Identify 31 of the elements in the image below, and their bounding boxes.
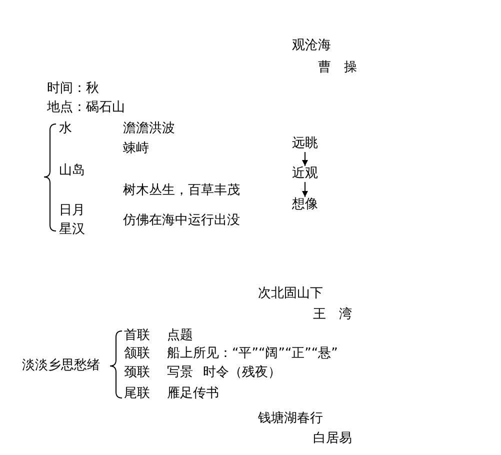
- scene-item: 水: [59, 122, 72, 136]
- stanza-label: 尾联: [124, 387, 150, 401]
- description-text: 澹澹洪波: [123, 122, 175, 136]
- viewpoint-text: 远眺: [292, 137, 318, 151]
- description-text: 树木丛生，百草丰茂: [123, 184, 240, 198]
- author-name: 曹 操: [318, 61, 357, 75]
- arrow: [302, 152, 308, 166]
- arrow: [302, 182, 308, 198]
- place-label: 地点：碣石山: [47, 101, 125, 115]
- stanza-note: 写景: [167, 366, 193, 380]
- stanza-label: 首联: [124, 329, 150, 343]
- stanza-note: 船上所见：“平”“阔”“正”“悬”: [167, 347, 338, 361]
- stanza-note: 时令（残夜）: [203, 366, 281, 380]
- scene-item: 山岛: [59, 164, 85, 178]
- time-label: 时间：秋: [47, 82, 99, 96]
- author-name: 白居易: [313, 432, 352, 446]
- viewpoint-text: 想像: [292, 198, 318, 212]
- theme-label: 淡淡乡思愁绪: [22, 359, 100, 373]
- poem-title: 观沧海: [292, 39, 331, 53]
- poem-title: 钱塘湖春行: [258, 412, 323, 426]
- stanza-label: 颈联: [124, 366, 150, 380]
- stanza-note: 点题: [167, 329, 193, 343]
- viewpoint-text: 近观: [292, 167, 318, 181]
- scene-item: 星汉: [59, 223, 85, 237]
- author-name: 王 湾: [313, 308, 352, 322]
- description-text: 竦峙: [123, 142, 149, 156]
- stanza-note: 雁足传书: [167, 387, 219, 401]
- scene-item: 日月: [59, 204, 85, 218]
- stanza-label: 颔联: [124, 347, 150, 361]
- poem-title: 次北固山下: [258, 287, 323, 301]
- description-text: 仿佛在海中运行出没: [123, 214, 240, 228]
